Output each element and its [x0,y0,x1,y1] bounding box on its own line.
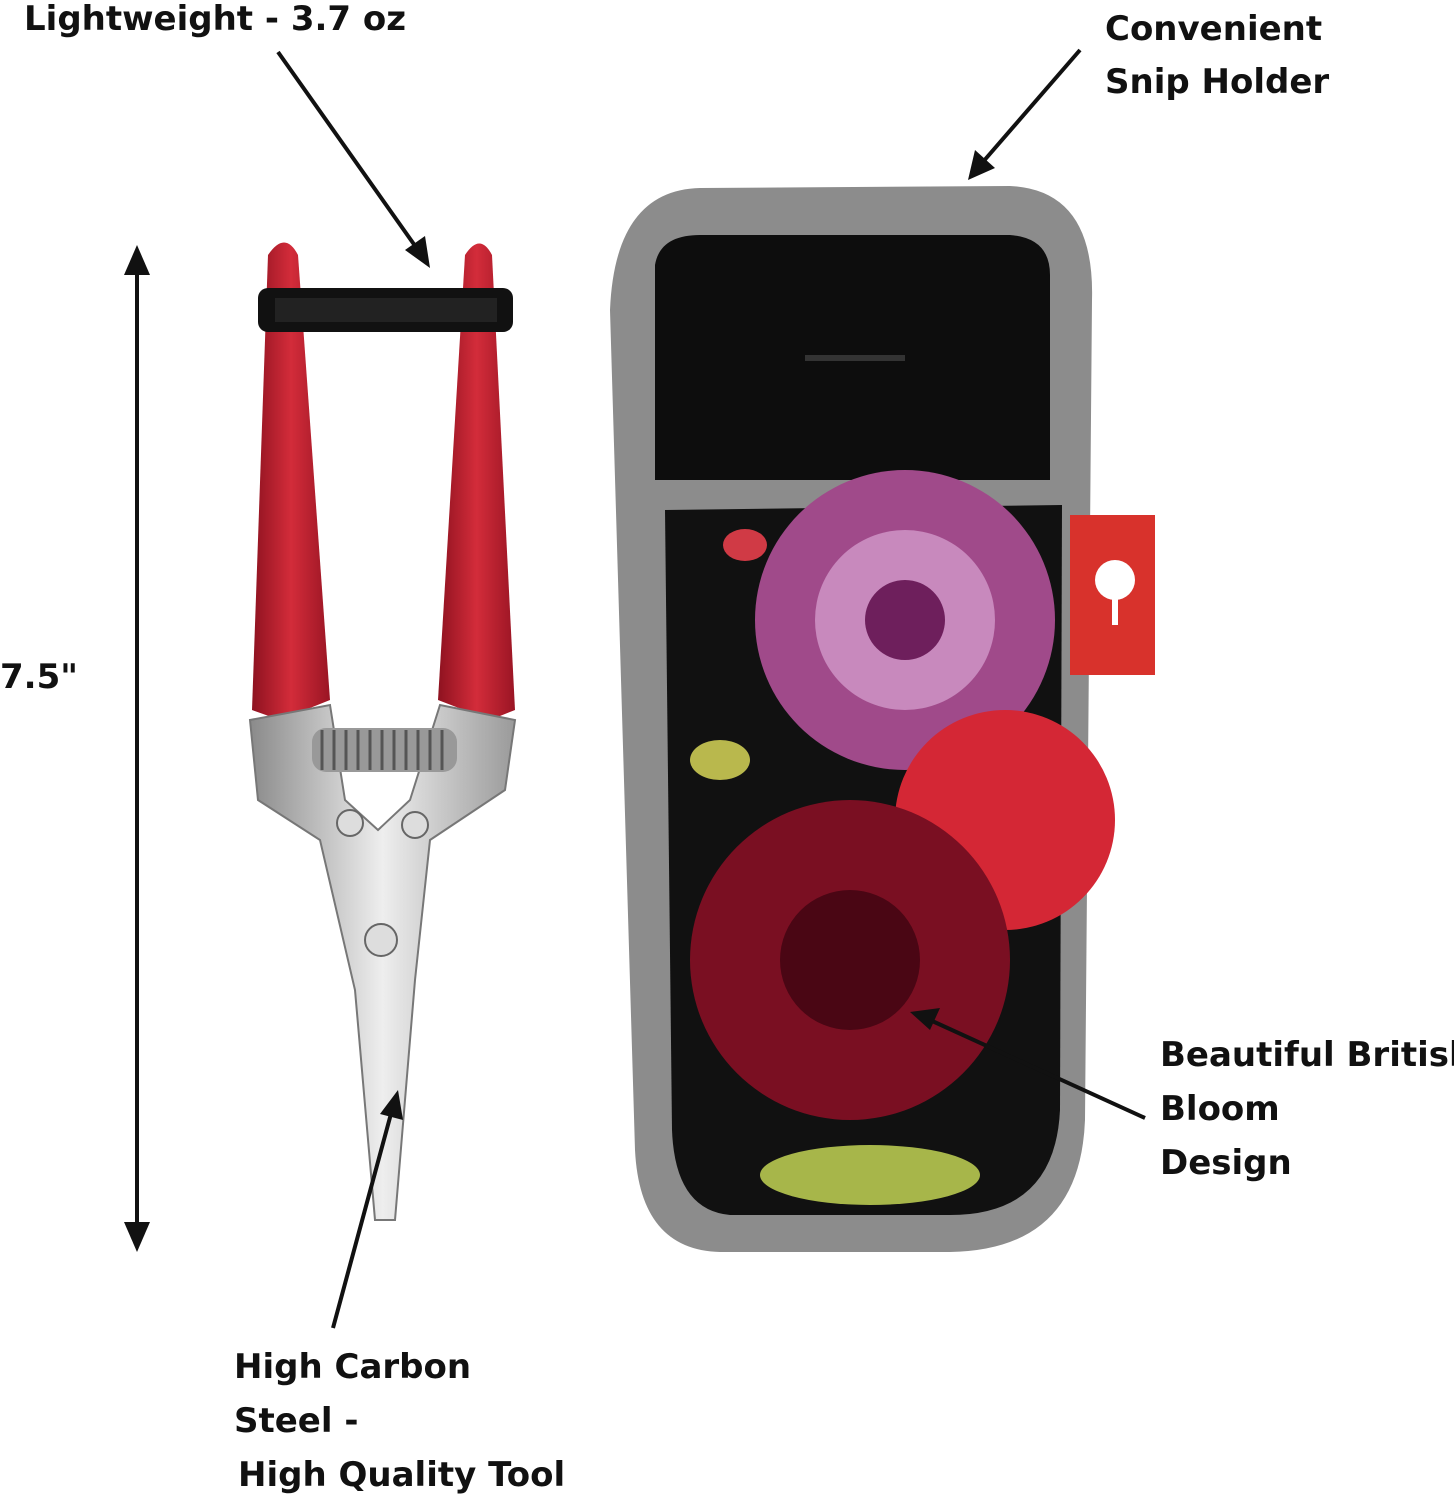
design-label-line3: Design [1160,1143,1292,1183]
length-dimension-arrow [124,245,150,1252]
annotation-arrows [276,48,1146,1329]
holder-label-line2: Snip Holder [1105,62,1330,102]
holder-label-line1: Convenient [1105,9,1323,49]
steel-label-line1: High Carbon [234,1347,472,1387]
tree-logo-icon [1095,560,1135,625]
length-label: 7.5" [0,657,78,697]
snips [248,242,517,1221]
steel-label-line3: High Quality Tool [238,1455,566,1495]
snip-holster [610,186,1155,1252]
design-label-line1: Beautiful British [1160,1035,1454,1075]
weight-label: Lightweight - 3.7 oz [24,0,407,39]
design-label-line2: Bloom [1160,1089,1280,1129]
steel-label-line2: Steel - [234,1401,359,1441]
